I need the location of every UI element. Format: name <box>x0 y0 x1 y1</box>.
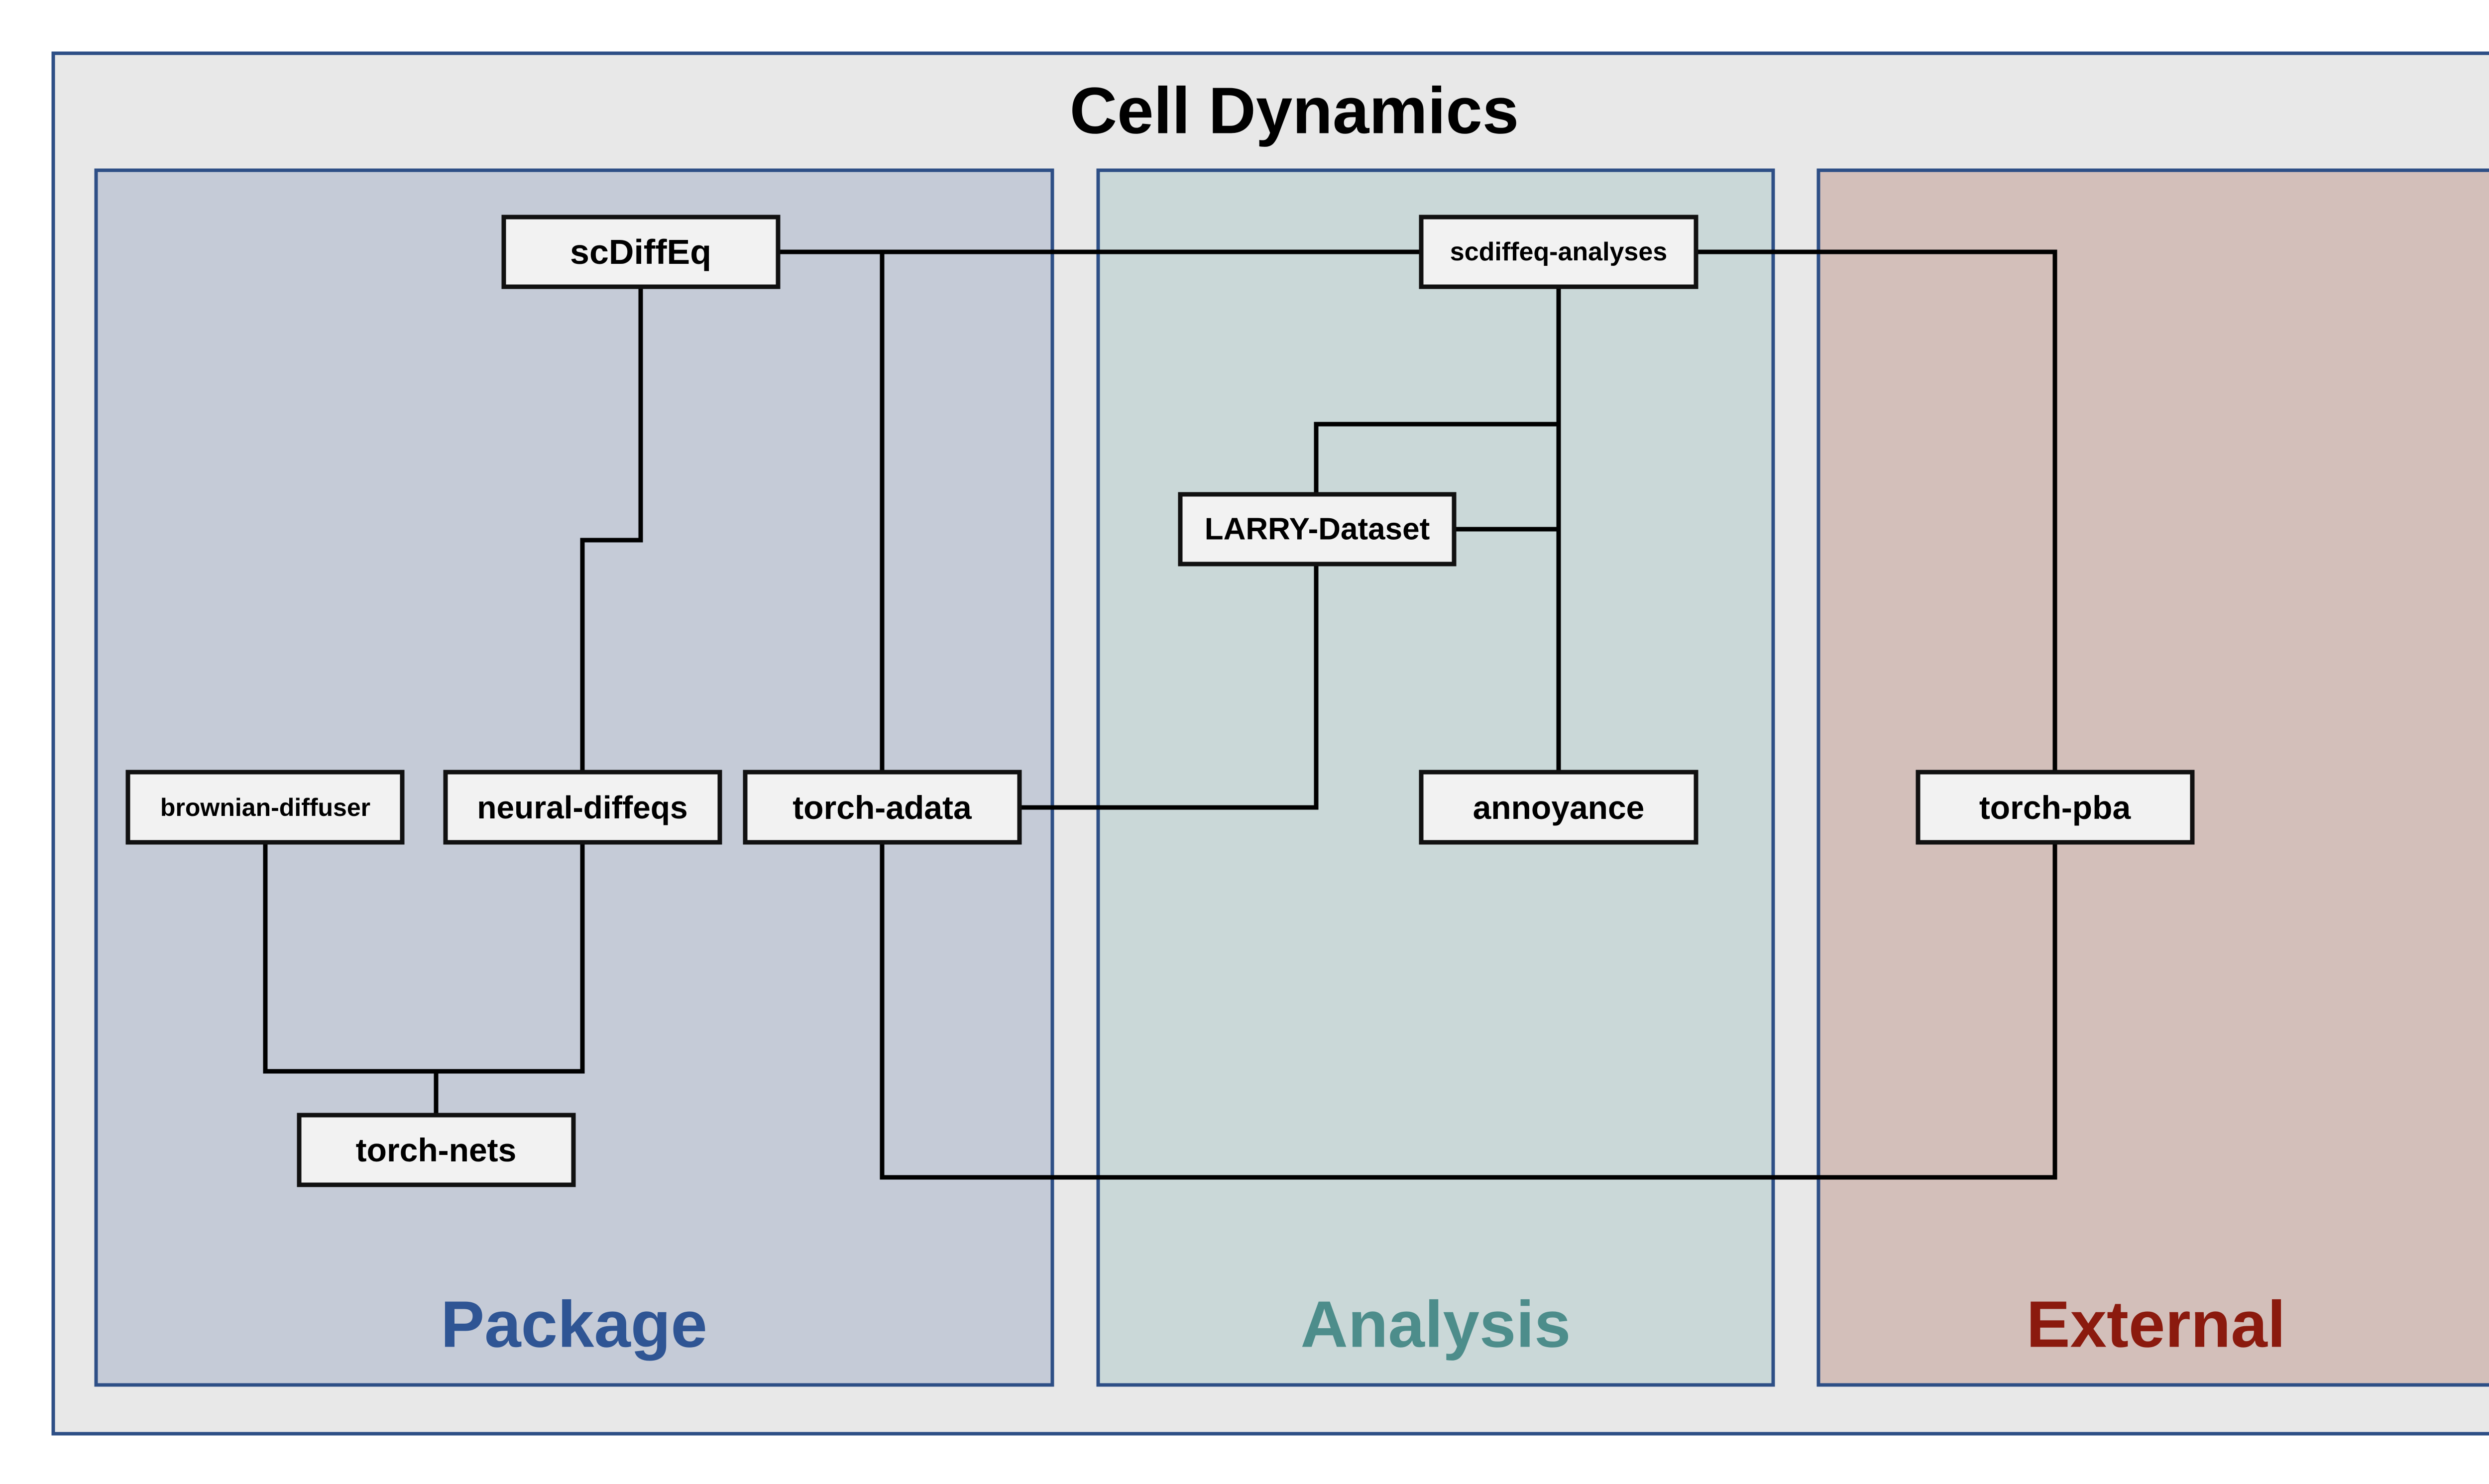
node-brownian-diffuser[interactable]: brownian-diffuser <box>125 770 405 845</box>
node-scdiffeq-label: scDiffEq <box>570 232 711 271</box>
edge-scdiffeq-analyses-to-torch-pba <box>1694 249 2057 775</box>
node-torch-adata[interactable]: torch-adata <box>743 770 1022 845</box>
edge-neural-diffeqs-to-torch-nets <box>434 840 585 1074</box>
node-torch-nets-label: torch-nets <box>356 1132 517 1168</box>
analysis-group-label: Analysis <box>1301 1288 1571 1361</box>
node-annoyance[interactable]: annoyance <box>1419 770 1698 845</box>
edge-scdiffeq-to-neural-diffeqs <box>580 284 643 775</box>
node-neural-diffeqs-label: neural-diffeqs <box>477 790 687 825</box>
external-group-label: External <box>2027 1288 2286 1361</box>
node-torch-pba-label: torch-pba <box>1979 789 2132 826</box>
node-neural-diffeqs[interactable]: neural-diffeqs <box>443 770 722 845</box>
node-brownian-diffuser-label: brownian-diffuser <box>160 794 370 821</box>
nodes: scDiffEq scdiffeq-analyses LARRY-Dataset… <box>125 215 2195 1187</box>
node-larry-dataset[interactable]: LARRY-Dataset <box>1178 492 1457 567</box>
package-group-label: Package <box>441 1288 707 1361</box>
diagram-title: Cell Dynamics <box>1070 74 1519 147</box>
node-scdiffeq-analyses[interactable]: scdiffeq-analyses <box>1419 215 1698 289</box>
edge-brownian-diffuser-to-torch-nets <box>263 840 439 1118</box>
node-larry-dataset-label: LARRY-Dataset <box>1205 512 1430 547</box>
node-annoyance-label: annoyance <box>1473 789 1645 826</box>
edge-analyses-to-larry-dataset-top <box>1314 422 1561 497</box>
node-torch-adata-label: torch-adata <box>792 789 972 826</box>
edges <box>263 249 2057 1180</box>
edge-larry-dataset-to-torch-adata <box>1017 562 1319 810</box>
edge-torch-adata-to-torch-pba <box>880 840 2057 1180</box>
node-torch-nets[interactable]: torch-nets <box>297 1113 576 1187</box>
node-scdiffeq[interactable]: scDiffEq <box>501 215 781 289</box>
node-scdiffeq-analyses-label: scdiffeq-analyses <box>1450 237 1667 266</box>
node-torch-pba[interactable]: torch-pba <box>1916 770 2195 845</box>
